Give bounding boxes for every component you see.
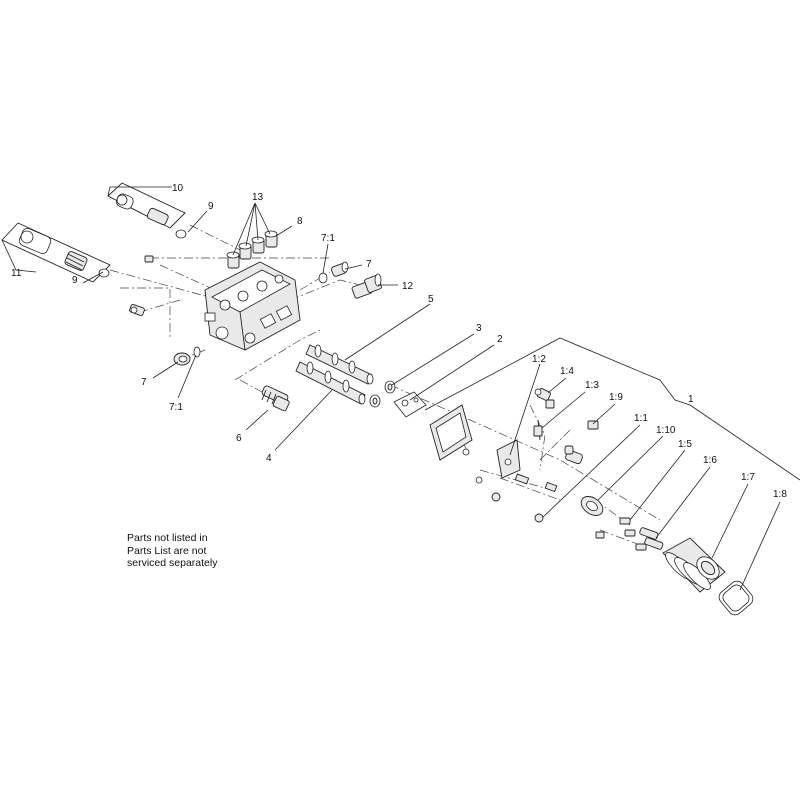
callout-3: 3	[476, 323, 482, 334]
part-11-cartridge	[1, 222, 111, 283]
part-1-cap	[429, 404, 473, 461]
callout-12: 12	[402, 281, 414, 292]
part-2-plate	[393, 391, 427, 418]
callout-1-5: 1:5	[678, 439, 692, 450]
callout-11: 11	[11, 268, 22, 279]
part-6-relief-valve	[261, 385, 290, 412]
callout-2: 2	[497, 334, 503, 345]
callout-4: 4	[266, 453, 272, 464]
callout-1-8: 1:8	[773, 489, 787, 500]
callout-5: 5	[428, 294, 434, 305]
callout-1-7: 1:7	[741, 472, 755, 483]
part-1-4-1-3-1-9	[533, 388, 599, 523]
part-1-2-bracket	[475, 439, 558, 502]
callout-1-2: 1:2	[532, 354, 546, 365]
part-1-7-boot	[662, 537, 726, 593]
part-1-10-boss	[580, 496, 664, 551]
callout-6: 6	[236, 433, 242, 444]
service-note-line-1: Parts not listed in	[127, 532, 208, 544]
callout-7-left: 7	[141, 377, 147, 388]
callout-1-6: 1:6	[703, 455, 717, 466]
part-5-spool	[305, 344, 374, 385]
callout-9-left: 9	[72, 275, 78, 286]
side-screws	[129, 255, 154, 317]
callout-13: 13	[252, 192, 264, 203]
callout-7-1-right: 7:1	[321, 233, 335, 244]
callout-1-3: 1:3	[585, 380, 599, 391]
callout-1-1: 1:1	[634, 413, 648, 424]
part-3-seals	[369, 380, 396, 408]
callout-labels: 10 9 13 8 7:1 7 12 11 9 5 3 2 1 1:2 1:4 …	[11, 183, 787, 500]
callout-7-right: 7	[366, 259, 372, 270]
callout-7-1-left: 7:1	[169, 402, 183, 413]
callout-1-10: 1:10	[656, 425, 676, 436]
callout-9-top: 9	[208, 201, 214, 212]
part-12-fitting	[351, 273, 382, 299]
callout-1: 1	[688, 394, 694, 405]
part-1-8-ring	[718, 580, 754, 616]
part-13-plugs	[226, 230, 278, 269]
leader-lines	[1, 186, 800, 591]
part-7-right	[318, 261, 349, 284]
service-note-line-2: Parts List are not	[127, 544, 207, 557]
callout-10: 10	[172, 183, 184, 194]
callout-8: 8	[297, 216, 303, 227]
callout-1-4: 1:4	[560, 366, 574, 377]
part-4-spool	[295, 361, 366, 405]
service-note-line-3: serviced separately	[127, 557, 218, 569]
valve-body	[204, 261, 301, 351]
service-note: Parts not listed in Parts List are not s…	[127, 532, 267, 570]
callout-1-9: 1:9	[609, 392, 623, 403]
